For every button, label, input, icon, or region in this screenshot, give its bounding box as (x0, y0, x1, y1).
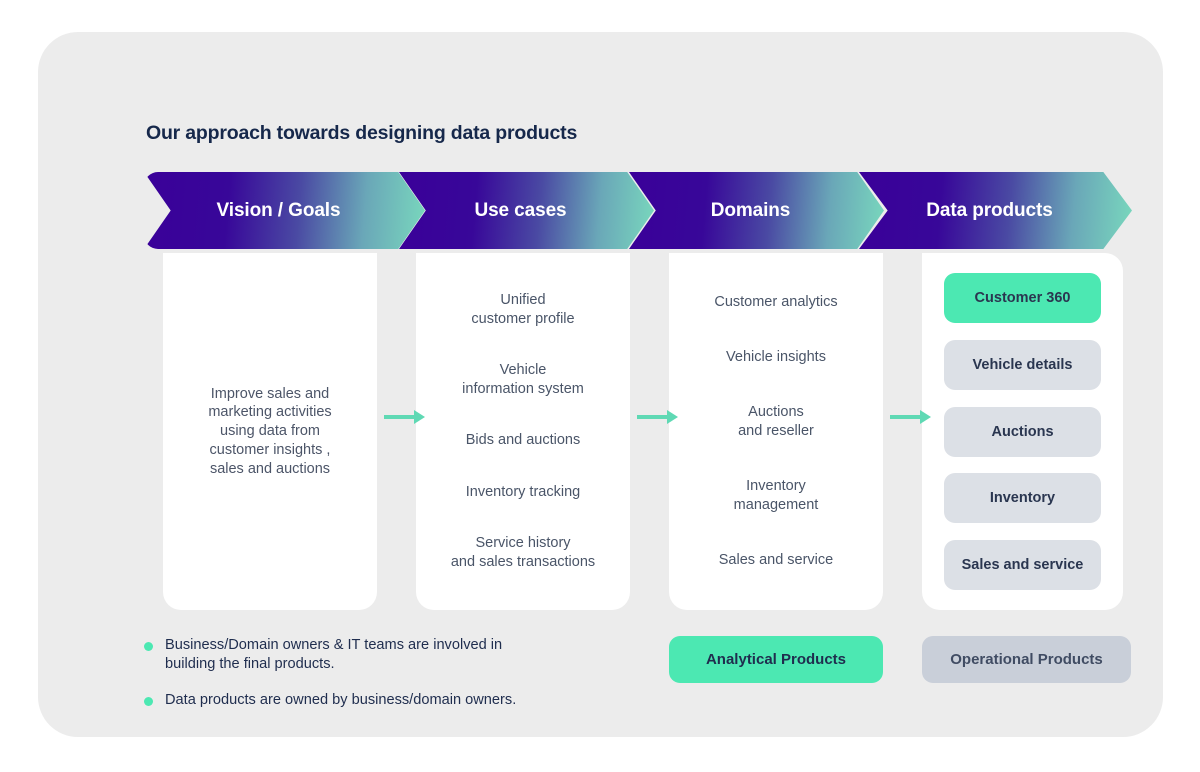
data-product-pill-sales-and-service[interactable]: Sales and service (944, 540, 1101, 590)
stage-banner: Vision / Goals Use cases Domains Data pr… (144, 172, 1132, 249)
arrow-right-icon (637, 409, 681, 425)
tag-operational-products[interactable]: Operational Products (922, 636, 1131, 683)
panel-domains: Customer analytics Vehicle insights Auct… (669, 253, 883, 610)
panel-data-products: Customer 360 Vehicle details Auctions In… (922, 253, 1123, 610)
tag-analytical-products[interactable]: Analytical Products (669, 636, 883, 683)
stage-chevron-use-cases[interactable]: Use cases (399, 172, 654, 249)
list-item: Sales and service (718, 552, 834, 569)
data-product-pill-auctions[interactable]: Auctions (944, 406, 1101, 457)
list-item: Vehicle insights (726, 349, 826, 366)
stage-chevron-vision-goals[interactable]: Vision / Goals (144, 172, 425, 249)
domains-list: Customer analytics Vehicle insights Auct… (669, 253, 883, 610)
list-item: Inventory tracking (465, 483, 581, 500)
bullet-dot-icon (144, 642, 153, 651)
list-item: Bids and auctions (465, 432, 581, 449)
list-item: Auctions and reseller (738, 404, 814, 440)
legend-item-text: Business/Domain owners & IT teams are in… (165, 637, 503, 673)
stage-chevron-domains[interactable]: Domains (629, 172, 884, 249)
stage-label: Vision / Goals (216, 199, 341, 221)
bullet-dot-icon (144, 696, 153, 706)
list-item: Service history and sales transactions (450, 535, 596, 570)
list-item: Customer analytics (714, 294, 838, 311)
stage-label: Domains (710, 199, 791, 221)
list-item: Unified customer profile (471, 292, 575, 328)
stage-label: Data products (926, 199, 1053, 221)
list-item: Vehicle information system (462, 362, 584, 398)
arrow-right-icon (384, 409, 428, 425)
use-cases-list: Unified customer profile Vehicle informa… (416, 253, 630, 610)
vision-goals-content: Improve sales and marketing activities u… (163, 253, 377, 610)
page-title: Our approach towards designing data prod… (146, 122, 578, 144)
legend-item: Data products are owned by business/doma… (144, 691, 614, 710)
vision-goals-statement: Improve sales and marketing activities u… (208, 385, 332, 477)
panel-vision-goals: Improve sales and marketing activities u… (163, 253, 377, 610)
legend: Business/Domain owners & IT teams are in… (144, 636, 614, 726)
stage-label: Use cases (474, 199, 567, 221)
list-item: Inventory management (733, 478, 819, 513)
diagram-card: Our approach towards designing data prod… (38, 32, 1163, 737)
panel-use-cases: Unified customer profile Vehicle informa… (416, 253, 630, 610)
stage-chevron-data-products[interactable]: Data products (859, 172, 1132, 249)
data-product-pill-vehicle-details[interactable]: Vehicle details (944, 339, 1101, 390)
arrow-right-icon (890, 409, 934, 425)
legend-item: Business/Domain owners & IT teams are in… (144, 636, 614, 675)
data-product-pill-customer-360[interactable]: Customer 360 (944, 273, 1101, 323)
data-products-list: Customer 360 Vehicle details Auctions In… (922, 253, 1123, 610)
legend-item-text: Data products are owned by business/doma… (165, 691, 517, 708)
data-product-pill-inventory[interactable]: Inventory (944, 473, 1101, 524)
